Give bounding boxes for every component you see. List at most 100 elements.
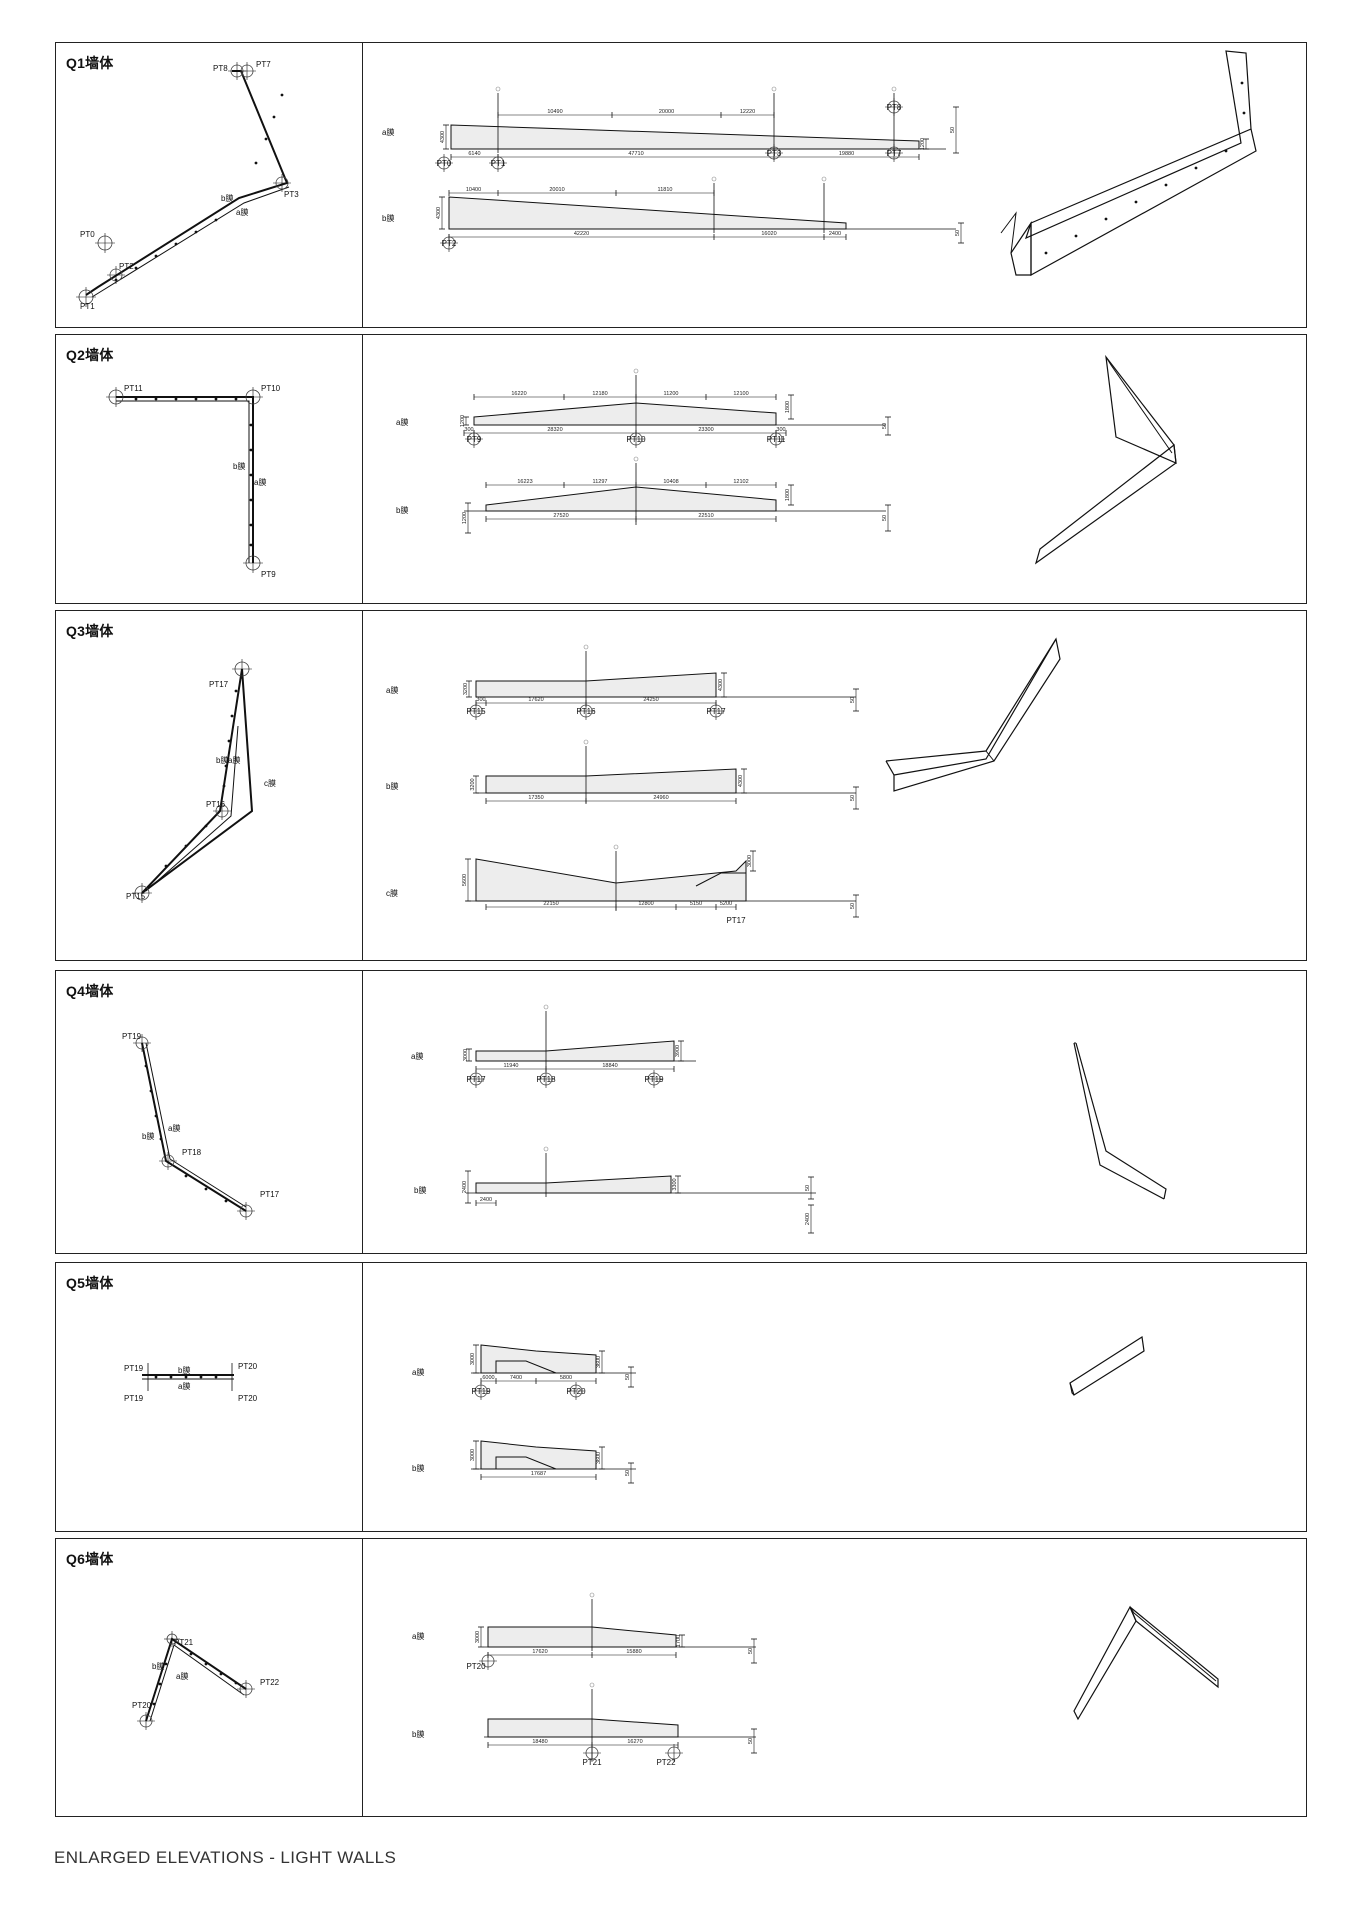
dimension-label: 28320 [547, 427, 562, 433]
wall-plan-outline [141, 668, 243, 894]
bolt-dot [174, 242, 178, 246]
grid-axis-head [711, 176, 717, 182]
axonometric-face [1025, 50, 1252, 240]
dimension-label: 18480 [532, 1739, 547, 1745]
dimension-label: 17350 [528, 795, 543, 801]
dimension-label: 2400 [480, 1197, 492, 1203]
bolt-dot [152, 1702, 156, 1706]
elevation-detail [495, 1456, 557, 1470]
dimension-label: 3200 [463, 683, 469, 695]
point-label: PT17 [706, 707, 726, 716]
elevation-detail [695, 872, 746, 887]
point-label: PT19 [124, 1364, 144, 1373]
elevation-label: b膜 [386, 781, 398, 791]
point-label: PT22 [260, 1678, 280, 1687]
elevation-profile [473, 402, 777, 426]
bolt-dot [222, 784, 226, 788]
bolt-dot [194, 397, 198, 401]
dimension-label: 50 [882, 515, 888, 521]
dimension-label: 12100 [733, 391, 748, 397]
point-label: PT10 [261, 384, 281, 393]
axonometric-face [1010, 221, 1032, 276]
elevation-profile [485, 486, 777, 512]
face-label: b膜 [216, 755, 228, 765]
point-label: PT0 [80, 230, 95, 239]
dimension-label: 6000 [482, 1375, 494, 1381]
dimension-label: 16223 [517, 479, 532, 485]
point-label: PT16 [206, 800, 226, 809]
point-label: PT17 [726, 916, 746, 925]
bolt-dot [1194, 166, 1198, 170]
bolt-dot [249, 543, 253, 547]
panel-title: Q4墙体 [66, 983, 114, 999]
axonometric-edge [1075, 1042, 1167, 1200]
elevation-label: b膜 [412, 1463, 424, 1473]
panel-divider [362, 1539, 363, 1816]
bolt-dot [144, 1064, 148, 1068]
elevation-profile [487, 1718, 679, 1738]
elevation-profile [475, 672, 717, 698]
face-label: b膜 [152, 1661, 164, 1671]
bolt-dot [214, 218, 218, 222]
wall-plan-outline [141, 1042, 247, 1212]
dimension-label: 19880 [839, 151, 854, 157]
point-label: PT1 [491, 159, 506, 168]
dimension-label: 5200 [720, 901, 732, 907]
dimension-label: 24250 [643, 697, 658, 703]
elevation-profile [485, 768, 737, 794]
dimension-label: 15880 [626, 1649, 641, 1655]
panel-divider [362, 43, 363, 327]
point-label: PT21 [582, 1758, 602, 1767]
dimension-label: 23300 [698, 427, 713, 433]
grid-axis-head [583, 739, 589, 745]
dimension-label: 16220 [511, 391, 526, 397]
bolt-dot [234, 689, 238, 693]
bolt-dot [204, 1187, 208, 1191]
bolt-dot [264, 137, 268, 141]
bolt-dot [249, 423, 253, 427]
dimension-label: 24960 [653, 795, 668, 801]
dimension-label: 5600 [462, 874, 468, 886]
wall-plan-outline [145, 1637, 247, 1722]
point-label: PT15 [126, 892, 146, 901]
bolt-dot [158, 1682, 162, 1686]
dimension-label: 1800 [785, 401, 791, 413]
panel-divider [362, 971, 363, 1253]
bolt-dot [249, 523, 253, 527]
dimension-label: 11297 [593, 479, 608, 485]
dimension-label: 4300 [440, 131, 446, 143]
axonometric-face [1034, 443, 1177, 565]
point-label: PT3 [767, 149, 782, 158]
elevation-label: a膜 [411, 1051, 423, 1061]
dimension-label: 16270 [627, 1739, 642, 1745]
point-label: PT19 [124, 1394, 144, 1403]
bolt-dot [227, 739, 231, 743]
elevation-label: b膜 [414, 1185, 426, 1195]
point-label: PT20 [238, 1394, 258, 1403]
face-label: a膜 [178, 1381, 190, 1391]
bolt-dot [214, 1375, 218, 1379]
dimension-label: 16020 [761, 231, 776, 237]
dimension-label: 12102 [733, 479, 748, 485]
bolt-dot [219, 1672, 223, 1676]
elevation-label: a膜 [412, 1631, 424, 1641]
bolt-dot [154, 397, 158, 401]
dimension-label: 300 [476, 697, 485, 703]
bolt-dot [234, 1681, 238, 1685]
face-label: b膜 [142, 1131, 154, 1141]
elevation-label: a膜 [412, 1367, 424, 1377]
dimension-label: 3900 [675, 1045, 681, 1057]
point-label: PT9 [467, 435, 482, 444]
dimension-label: 50 [850, 795, 856, 801]
dimension-label: 5150 [690, 901, 702, 907]
axonometric-face [1073, 1605, 1137, 1721]
point-label: PT7 [887, 149, 902, 158]
elevation-detail [495, 1360, 557, 1374]
grid-axis-head [633, 456, 639, 462]
dimension-label: 1200 [462, 512, 468, 524]
sheet-footer-title: ENLARGED ELEVATIONS - LIGHT WALLS [54, 1848, 397, 1867]
